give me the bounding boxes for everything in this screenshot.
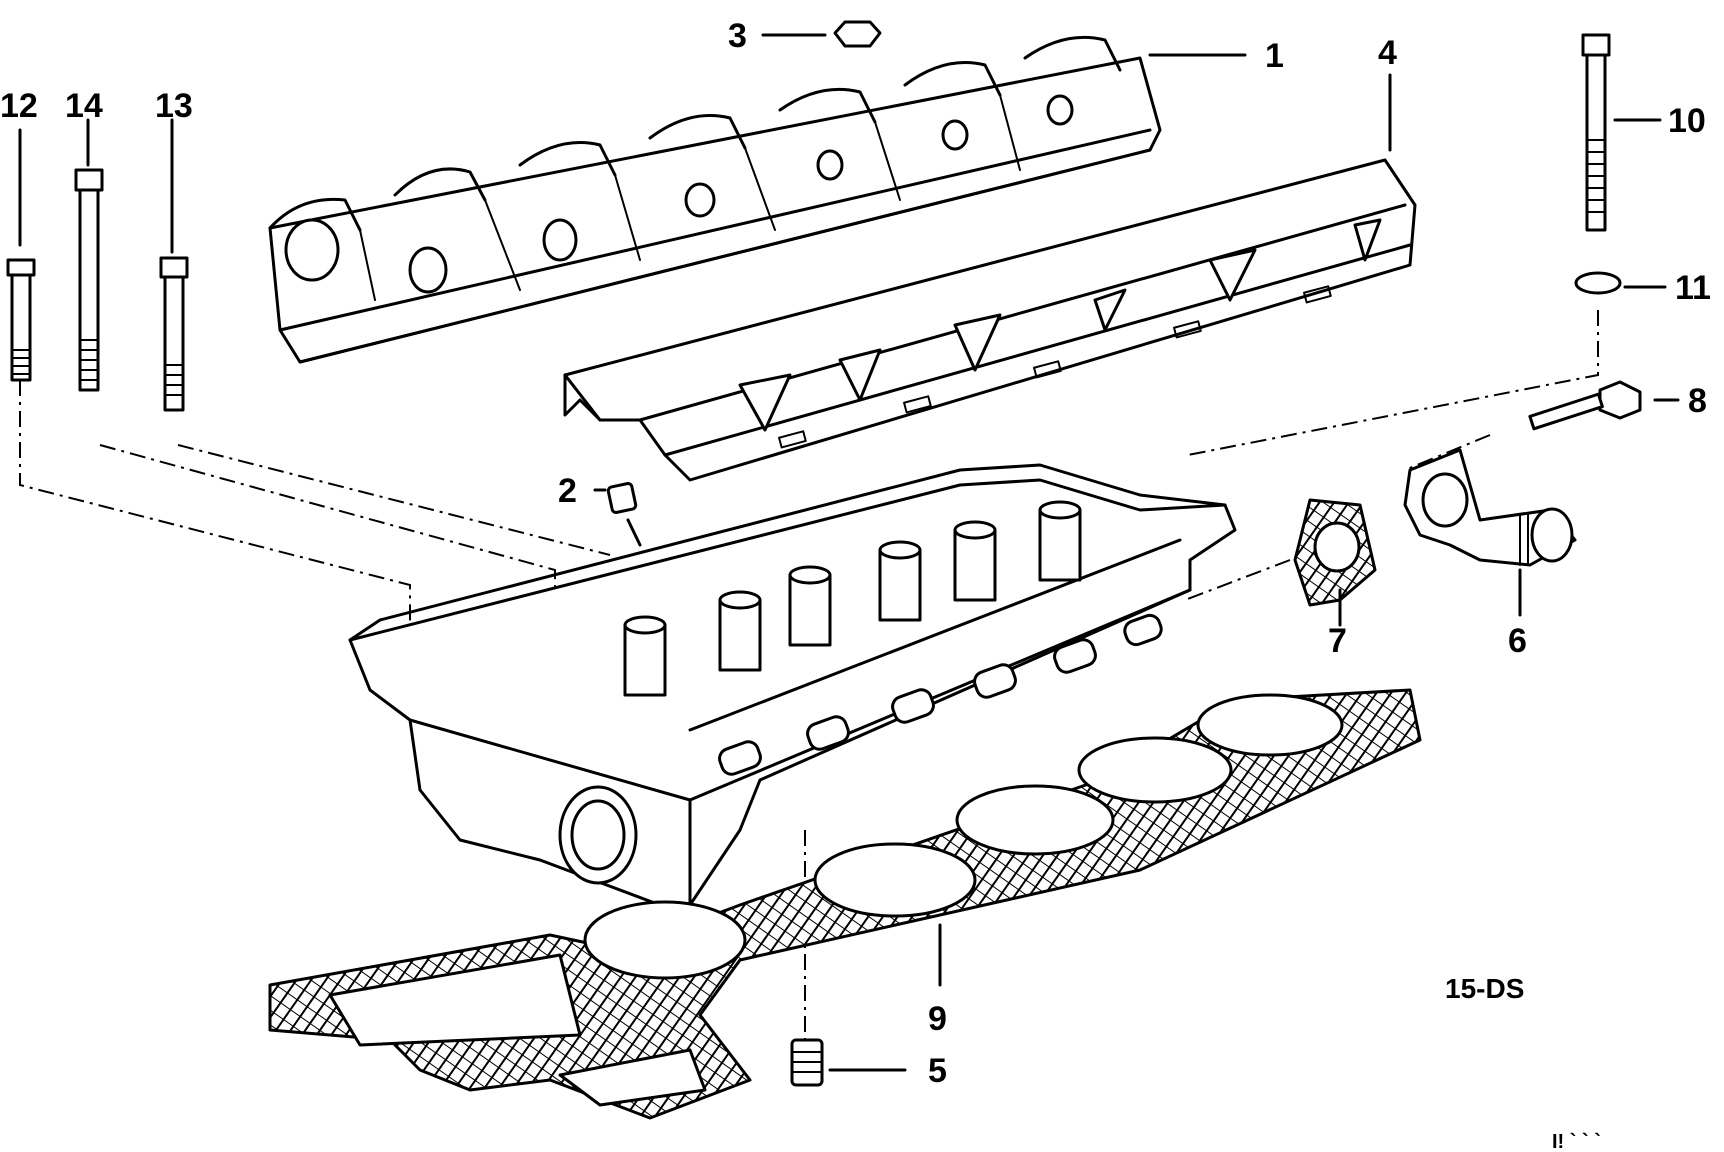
callout-8: 8: [1688, 382, 1707, 420]
callout-14: 14: [65, 87, 103, 125]
callout-4: 4: [1378, 34, 1397, 72]
callout-11: 11: [1675, 269, 1711, 307]
cylinder-head-cover: [563, 158, 1417, 482]
flange-gasket-7: [1293, 498, 1377, 607]
callout-leaders: [18, 33, 1680, 1072]
diagram-code: 15-DS: [1445, 973, 1524, 1004]
dowel-2: [606, 482, 638, 514]
head-gasket: [268, 688, 1422, 1120]
callout-13: 13: [155, 87, 193, 125]
callout-2: 2: [558, 472, 577, 510]
head-bolt-13: [159, 256, 189, 412]
callout-10: 10: [1668, 102, 1706, 140]
head-bolt-12: [6, 258, 36, 382]
callout-7: 7: [1328, 622, 1347, 660]
callout-1: 1: [1265, 37, 1284, 75]
cylinder-head: [348, 463, 1237, 907]
head-bolt-14: [74, 168, 104, 392]
washer-11: [1574, 271, 1622, 295]
callout-5: 5: [928, 1052, 947, 1090]
bolt-10: [1581, 33, 1611, 232]
corner-mark: I! ` ` `: [1552, 1131, 1601, 1152]
callout-12: 12: [0, 87, 38, 125]
screw-8: [1528, 380, 1642, 431]
callout-9: 9: [928, 1000, 947, 1038]
nut-3: [833, 20, 882, 48]
callout-labels: 1 2 3 4 5 6 7 8 9 10 11 12 13 14: [0, 17, 1711, 1090]
sleeve-5: [790, 1038, 824, 1087]
camshaft-carrier: [268, 35, 1162, 364]
callout-3: 3: [728, 17, 747, 55]
callout-6: 6: [1508, 622, 1527, 660]
water-outlet-6: [1403, 448, 1577, 567]
